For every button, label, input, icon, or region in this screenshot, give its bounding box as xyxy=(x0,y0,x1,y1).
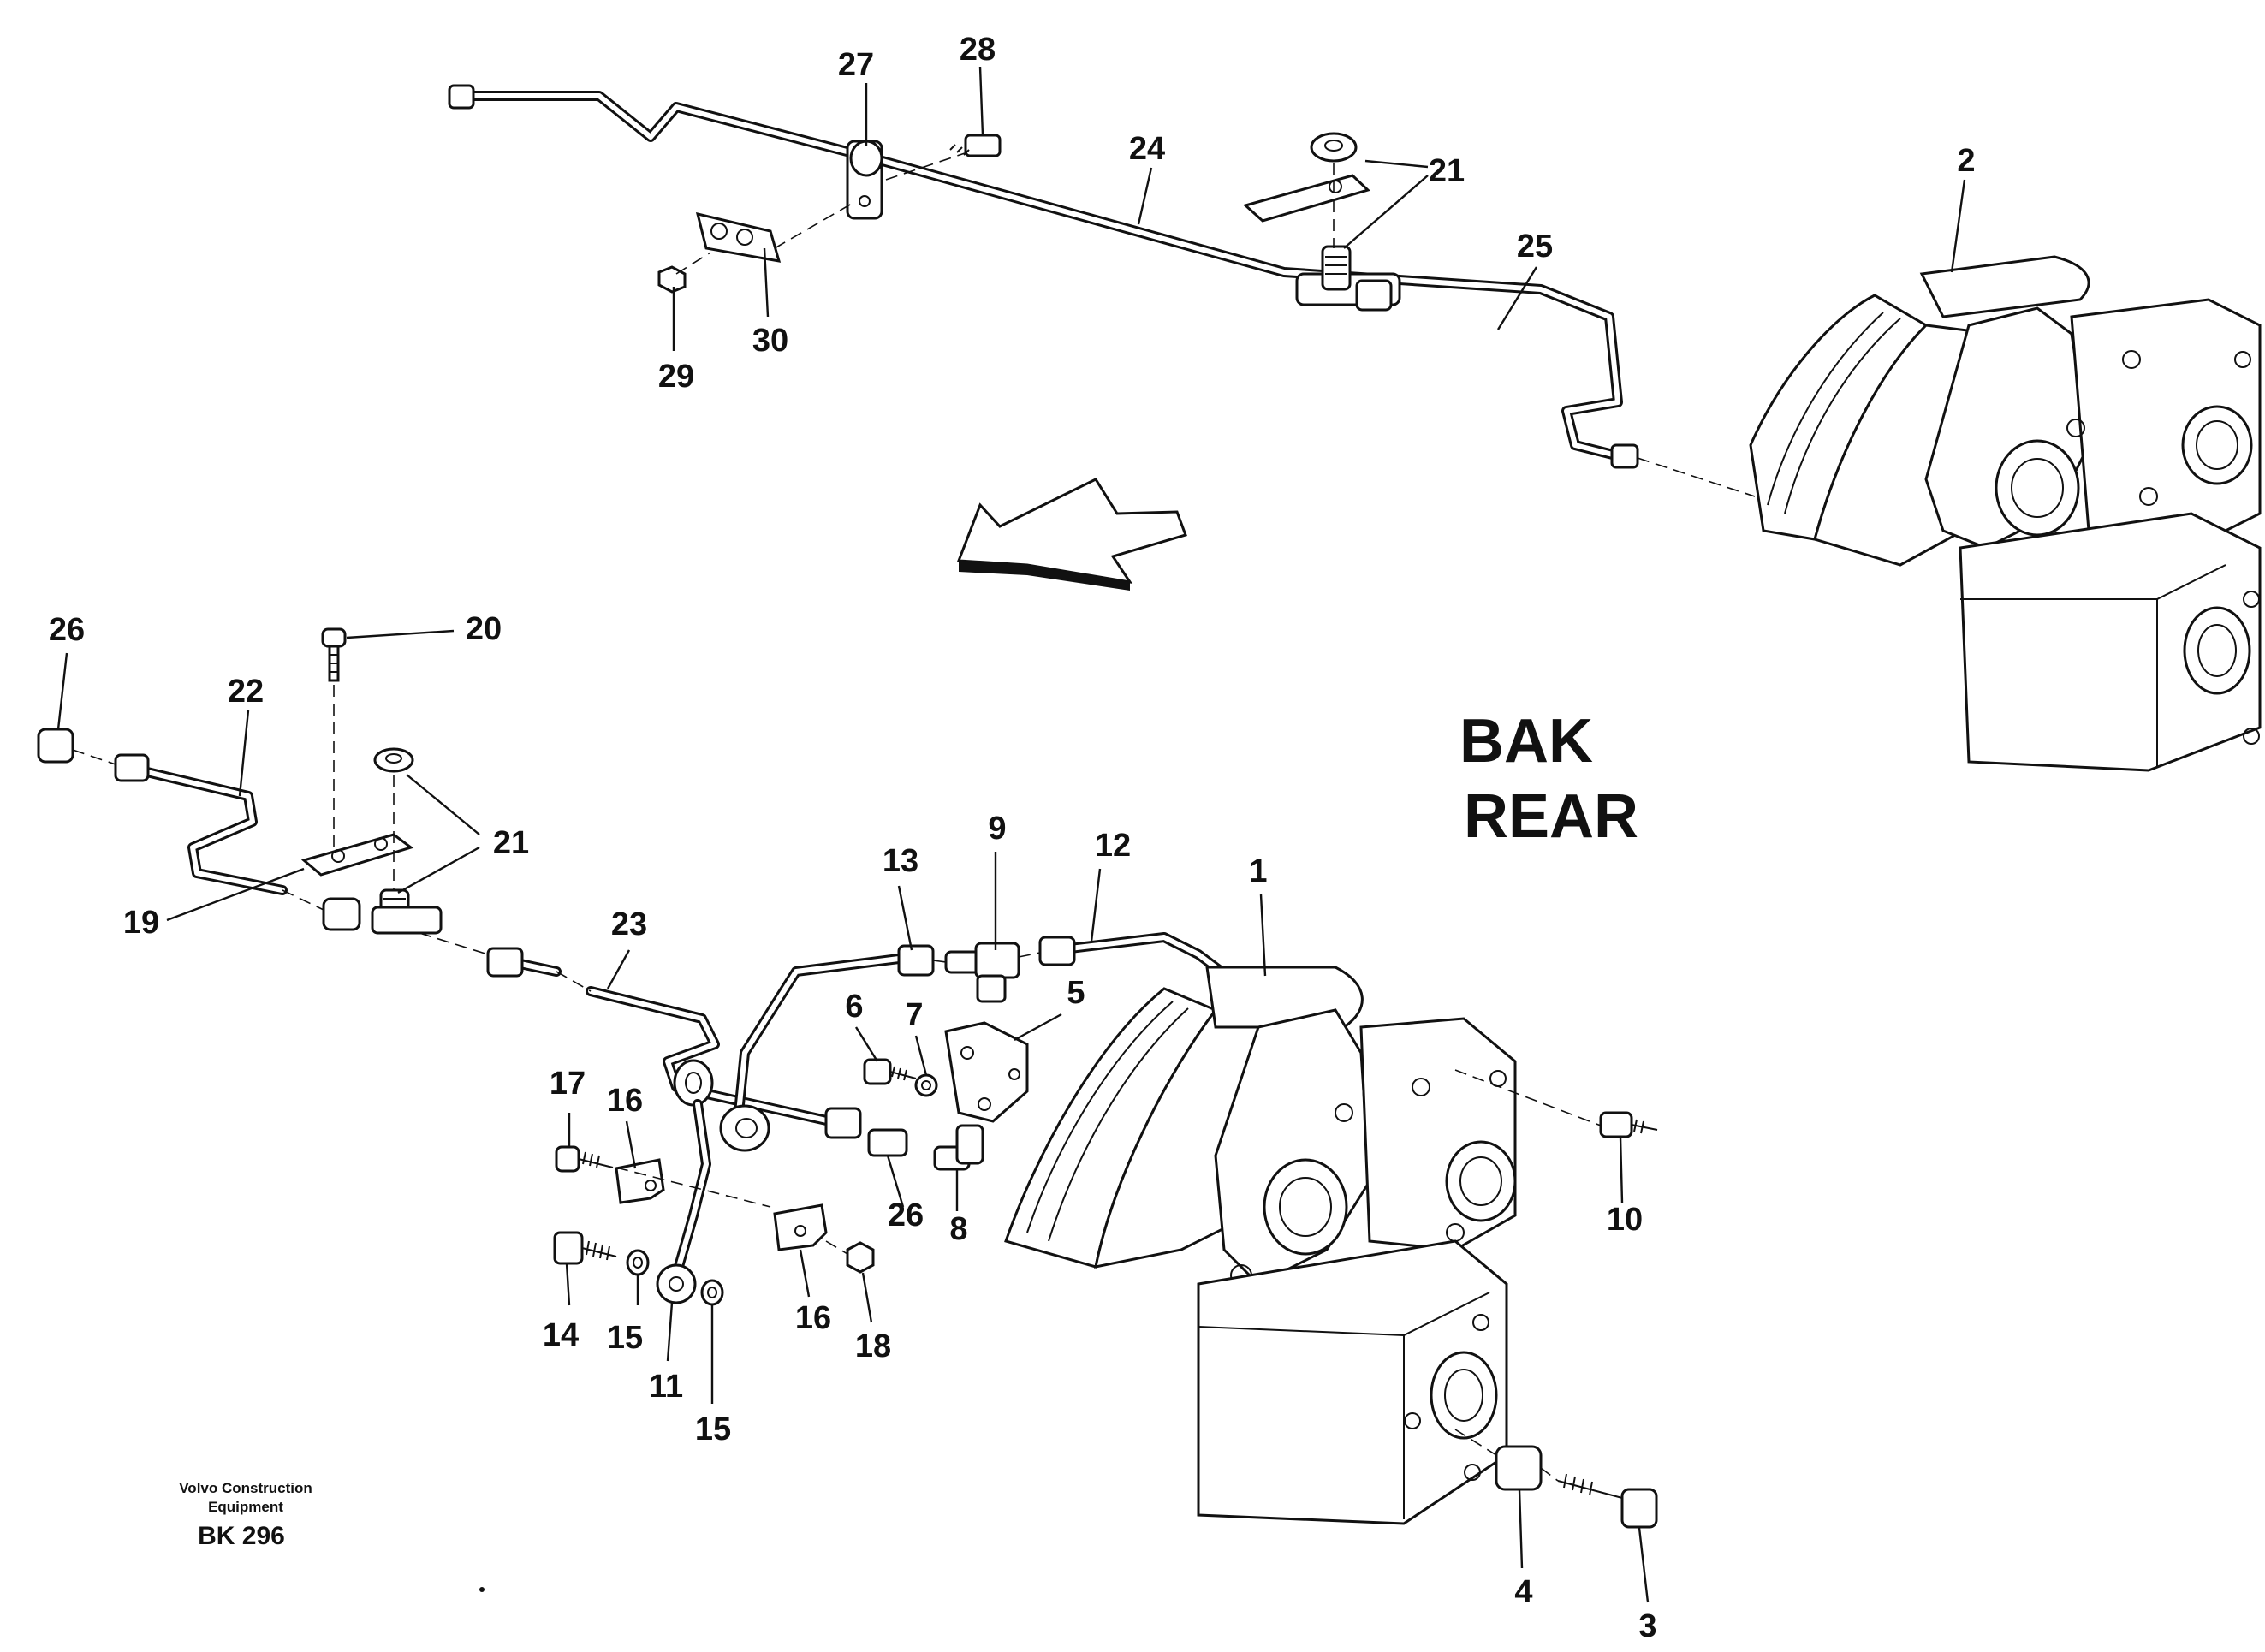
washer-15-right xyxy=(700,1279,724,1306)
bolt-17 xyxy=(555,1145,771,1208)
callout-numbers: 27 28 24 21 25 2 30 29 26 22 20 21 19 23… xyxy=(49,32,1976,1644)
footer-company-line2: Equipment xyxy=(208,1499,283,1515)
t-union-9 xyxy=(932,942,1041,1003)
callout-21-lower: 21 xyxy=(493,825,529,861)
callout-18: 18 xyxy=(855,1328,891,1364)
callout-9: 9 xyxy=(988,811,1006,847)
footer-code: BK 296 xyxy=(198,1522,285,1550)
callout-21-upper: 21 xyxy=(1429,153,1465,189)
callout-16-right: 16 xyxy=(795,1300,831,1336)
callout-27: 27 xyxy=(838,47,874,83)
callout-11: 11 xyxy=(649,1369,683,1405)
bolt-14 xyxy=(553,1231,617,1265)
callout-28: 28 xyxy=(960,32,996,68)
callout-8: 8 xyxy=(949,1211,967,1247)
screw-6 xyxy=(863,1058,917,1085)
brake-housing-lower xyxy=(1197,1239,1508,1525)
callout-5: 5 xyxy=(1067,975,1085,1011)
callout-7: 7 xyxy=(905,997,923,1033)
screw-28 xyxy=(885,134,1002,181)
callout-26-left: 26 xyxy=(49,612,85,648)
brake-caliper-lower xyxy=(1004,966,1602,1287)
callout-25: 25 xyxy=(1517,229,1553,264)
brake-line-11 xyxy=(656,1059,714,1304)
callout-6: 6 xyxy=(845,989,863,1025)
washer-15-left xyxy=(626,1249,650,1276)
bleeder-10 xyxy=(1599,1111,1658,1138)
callout-2: 2 xyxy=(1957,143,1975,179)
direction-arrow xyxy=(956,478,1187,591)
pipe-12 xyxy=(1038,932,1238,985)
upper-brake-pipe xyxy=(448,84,1756,497)
callout-24: 24 xyxy=(1129,131,1165,167)
pipe-13 xyxy=(719,944,935,1152)
brake-housing-upper xyxy=(1959,512,2262,772)
t-union-lower-left xyxy=(371,747,443,935)
callout-19: 19 xyxy=(123,905,159,941)
callout-4: 4 xyxy=(1514,1574,1532,1610)
callout-10: 10 xyxy=(1607,1202,1643,1238)
bracket-5 xyxy=(944,1021,1029,1123)
footer-company: Volvo Construction xyxy=(179,1480,312,1496)
callout-15-right: 15 xyxy=(695,1411,731,1447)
callout-29: 29 xyxy=(658,359,694,395)
direction-label-bak: BAK xyxy=(1459,707,1593,775)
clamp-16-left xyxy=(615,1158,665,1204)
nut-29 xyxy=(657,252,711,294)
callout-1: 1 xyxy=(1249,853,1267,889)
pipe-clamp-27 xyxy=(846,140,883,220)
callout-20: 20 xyxy=(466,611,502,647)
callout-23: 23 xyxy=(611,906,647,942)
callout-16-left: 16 xyxy=(607,1083,643,1119)
nipple-26-lower xyxy=(867,1128,908,1157)
direction-label-rear: REAR xyxy=(1464,782,1638,851)
callout-17: 17 xyxy=(550,1066,586,1102)
plate-30 xyxy=(695,200,857,263)
nut-18 xyxy=(825,1240,875,1274)
callout-3: 3 xyxy=(1638,1608,1656,1644)
t-union-upper xyxy=(1295,245,1401,312)
callout-15-left: 15 xyxy=(607,1320,643,1356)
spacer-4 xyxy=(1454,1429,1543,1491)
callout-13: 13 xyxy=(883,843,918,879)
callout-26-lower: 26 xyxy=(888,1197,924,1233)
washer-7 xyxy=(914,1073,938,1097)
clamp-16-right xyxy=(773,1203,828,1251)
callout-14: 14 xyxy=(543,1317,579,1353)
brake-caliper-upper xyxy=(1749,255,2262,576)
bolt-3 xyxy=(1540,1467,1658,1529)
lower-left-pipe xyxy=(37,728,361,931)
callout-30: 30 xyxy=(752,323,788,359)
elbow-8 xyxy=(933,1124,984,1171)
stray-dot xyxy=(479,1587,485,1592)
callout-12: 12 xyxy=(1095,828,1131,864)
bracket-21-upper xyxy=(1242,132,1370,248)
callout-22: 22 xyxy=(228,674,264,710)
screw-20 xyxy=(321,627,347,852)
bracket-19 xyxy=(166,833,414,922)
leader-lines xyxy=(56,66,1966,1603)
